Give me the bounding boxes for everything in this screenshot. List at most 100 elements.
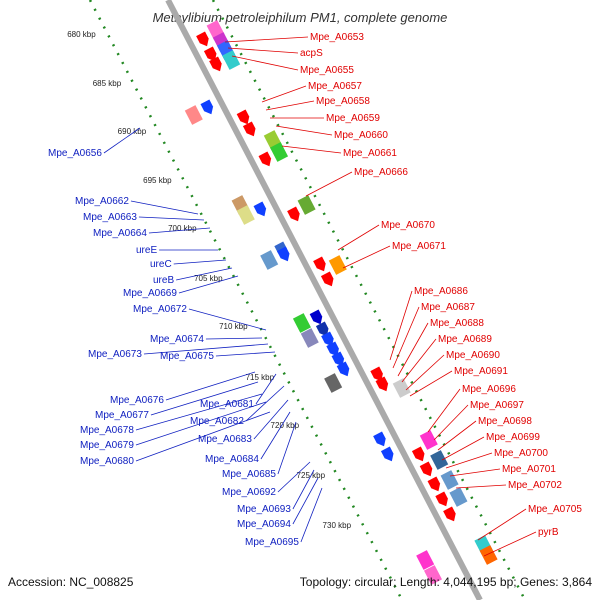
right-gene-label: Mpe_A0655 — [300, 65, 354, 76]
left-gene-label: Mpe_A0684 — [205, 454, 259, 465]
right-label-leader — [261, 85, 307, 103]
right-gene-label: Mpe_A0699 — [486, 432, 540, 443]
left-gene-block — [300, 328, 319, 348]
right-gene-label: Mpe_A0687 — [421, 302, 475, 313]
left-label-leader — [138, 216, 205, 221]
right-label-leader — [265, 100, 315, 111]
right-gene-label: Mpe_A0688 — [430, 318, 484, 329]
scale-label: 695 kbp — [143, 176, 172, 185]
right-label-leader — [483, 531, 537, 557]
right-gene-block — [297, 195, 316, 215]
right-gene-block — [270, 142, 289, 162]
left-label-leader — [150, 381, 259, 416]
right-gene-arrow — [196, 31, 209, 47]
right-gene-arrow — [236, 109, 250, 125]
right-gene-label: Mpe_A0691 — [454, 366, 508, 377]
left-label-leader — [277, 421, 297, 475]
right-gene-label: Mpe_A0700 — [494, 448, 548, 459]
genome-axis — [165, 0, 483, 600]
right-gene-label: Mpe_A0661 — [343, 148, 397, 159]
left-gene-label: Mpe_A0693 — [237, 504, 291, 515]
scale-label: 680 kbp — [67, 30, 96, 39]
right-gene-label: Mpe_A0702 — [508, 480, 562, 491]
left-gene-label: Mpe_A0681 — [200, 399, 254, 410]
left-gene-arrow — [321, 331, 334, 347]
right-label-leader — [441, 436, 485, 461]
right-gene-arrow — [313, 256, 326, 272]
right-gene-label: Mpe_A0686 — [414, 286, 468, 297]
genome-summary-text: Topology: circular; Length: 4,044,195 bp… — [300, 575, 593, 589]
left-label-leader — [103, 127, 141, 154]
right-label-leader — [477, 508, 527, 541]
right-label-leader — [427, 388, 461, 433]
right-gene-arrow — [375, 376, 389, 392]
right-label-leader — [227, 47, 299, 54]
left-label-leader — [178, 275, 239, 294]
left-gene-label: Mpe_A0676 — [110, 395, 164, 406]
right-label-leader — [305, 171, 353, 197]
right-label-leader — [281, 145, 342, 154]
right-gene-arrow — [209, 56, 222, 72]
left-gene-block — [292, 313, 311, 333]
left-gene-label: Mpe_A0695 — [245, 537, 299, 548]
right-gene-block — [222, 50, 241, 70]
right-gene-arrow — [435, 491, 448, 507]
right-gene-arrow — [203, 46, 217, 62]
left-label-leader — [165, 371, 256, 401]
left-gene-label: Mpe_A0685 — [222, 469, 276, 480]
right-gene-label: Mpe_A0697 — [470, 400, 524, 411]
right-label-leader — [224, 36, 309, 43]
left-gene-label: Mpe_A0683 — [198, 434, 252, 445]
left-gene-label: Mpe_A0694 — [237, 519, 291, 530]
left-label-leader — [135, 411, 271, 462]
left-gene-label: ureC — [150, 259, 172, 270]
left-gene-arrow — [326, 341, 339, 357]
scale-label: 700 kbp — [168, 224, 197, 233]
right-label-leader — [337, 224, 380, 251]
left-gene-arrow — [373, 431, 386, 447]
scale-label: 715 kbp — [246, 373, 275, 382]
right-gene-label: Mpe_A0696 — [462, 384, 516, 395]
left-gene-block — [423, 565, 443, 585]
right-gene-arrow — [411, 446, 425, 462]
right-gene-arrow — [258, 151, 272, 167]
right-label-leader — [445, 452, 493, 469]
left-gene-block — [184, 105, 203, 125]
left-gene-label: Mpe_A0673 — [88, 349, 142, 360]
left-label-leader — [205, 337, 263, 340]
scale-label: 685 kbp — [93, 79, 122, 88]
left-label-leader — [245, 385, 285, 422]
right-strand-labels: Mpe_A0653acpSMpe_A0655Mpe_A0657Mpe_A0658… — [224, 32, 582, 557]
right-label-leader — [433, 404, 469, 441]
right-gene-block — [449, 487, 468, 507]
left-label-leader — [292, 469, 315, 510]
right-gene-arrow — [443, 506, 456, 522]
right-gene-label: Mpe_A0705 — [528, 504, 582, 515]
right-label-leader — [455, 484, 507, 489]
left-gene-label: Mpe_A0680 — [80, 456, 134, 467]
left-gene-label: Mpe_A0669 — [123, 288, 177, 299]
right-gene-label: Mpe_A0657 — [308, 81, 362, 92]
left-label-leader — [300, 487, 323, 543]
right-gene-label: Mpe_A0689 — [438, 334, 492, 345]
right-gene-arrow — [242, 121, 256, 137]
accession-text: Accession: NC_008825 — [8, 575, 134, 589]
left-gene-label: Mpe_A0675 — [160, 351, 214, 362]
right-label-leader — [437, 420, 477, 451]
right-gene-label: Mpe_A0658 — [316, 96, 370, 107]
left-gene-block — [260, 250, 279, 270]
left-label-leader — [215, 351, 276, 357]
scale-label: 690 kbp — [118, 127, 147, 136]
left-gene-label: Mpe_A0663 — [83, 212, 137, 223]
map-title: Methylibium petroleiphilum PM1, complete… — [153, 10, 448, 25]
right-gene-label: Mpe_A0670 — [381, 220, 435, 231]
right-label-leader — [389, 290, 413, 361]
left-gene-arrow — [276, 246, 290, 262]
right-gene-label: Mpe_A0698 — [478, 416, 532, 427]
left-gene-label: Mpe_A0692 — [222, 487, 276, 498]
right-gene-arrow — [419, 461, 433, 477]
left-gene-label: Mpe_A0677 — [95, 410, 149, 421]
right-gene-block — [479, 545, 498, 565]
